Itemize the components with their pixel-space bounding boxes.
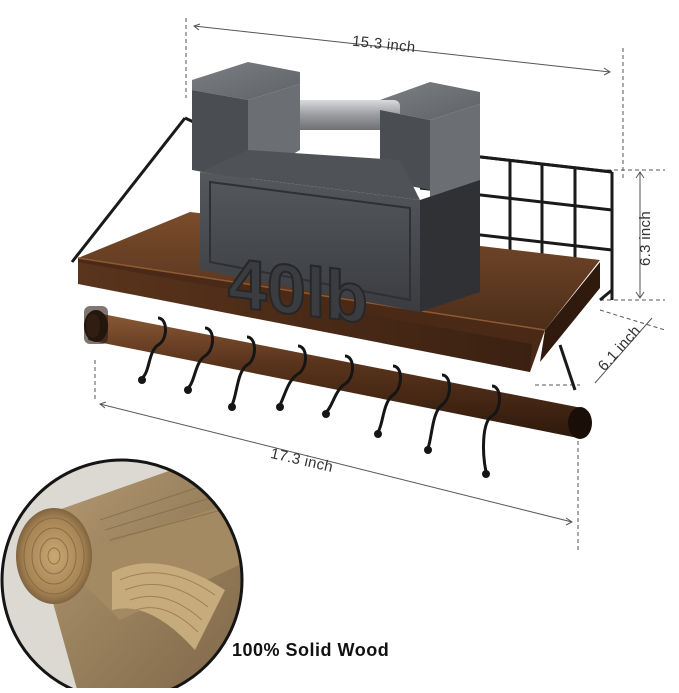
weight-block [192,62,480,312]
dimension-guides [94,18,666,550]
solid-wood-caption: 100% Solid Wood [232,640,390,660]
hook-tips [138,376,490,478]
solid-wood-detail [0,458,244,693]
weight-label: 40lb [228,242,368,338]
dimension-height: 6.3 inch [636,211,654,266]
dimension-arrows [98,23,653,526]
s-hooks [140,316,501,473]
